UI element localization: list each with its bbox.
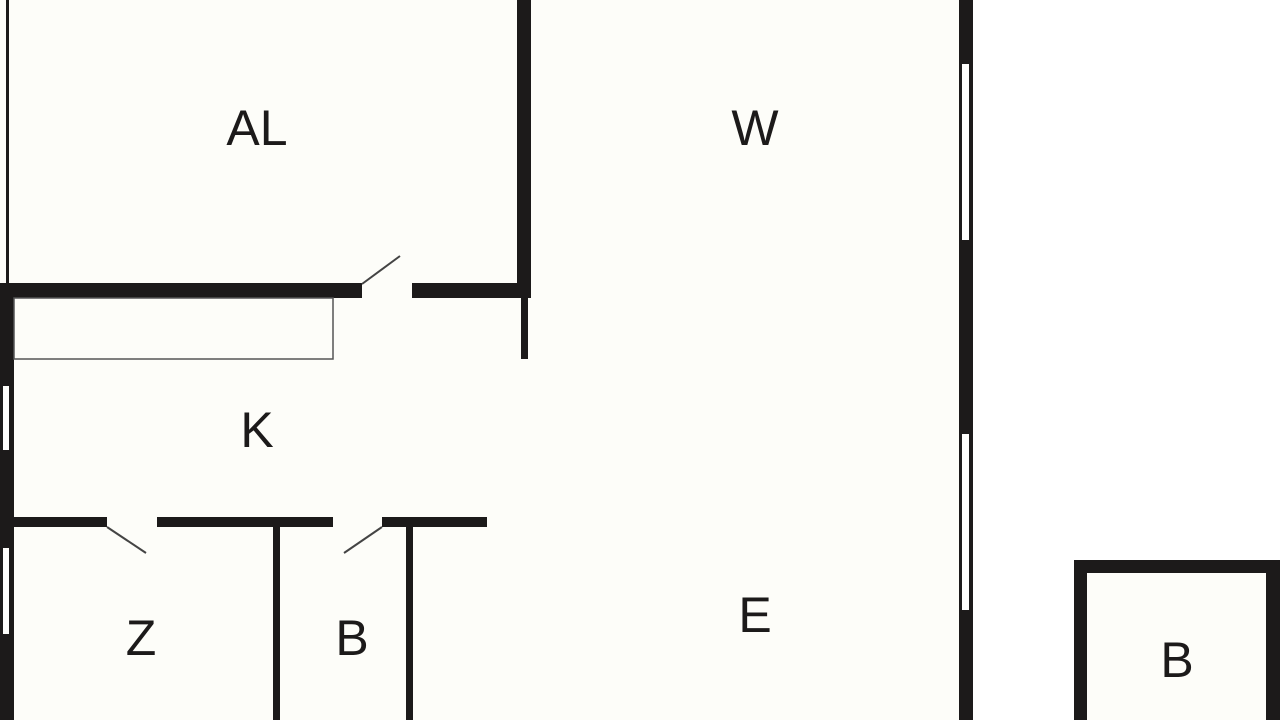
wall-al-bottom-left	[0, 283, 362, 298]
room-label-al: AL	[226, 100, 287, 156]
window-left-2	[3, 548, 9, 634]
wall-al-bottom-right	[412, 283, 531, 298]
wall-b-e	[406, 527, 413, 720]
door-swing-b	[343, 526, 383, 554]
outbuilding-floor	[1087, 573, 1266, 720]
door-swing-z	[106, 526, 147, 554]
room-label-b-outbuilding: B	[1160, 632, 1193, 688]
door-swing-al	[361, 255, 401, 285]
kitchen-counter	[13, 297, 334, 360]
window-left-1	[3, 386, 9, 450]
room-label-b: B	[335, 610, 368, 666]
window-right-1	[962, 64, 969, 240]
room-label-k: K	[240, 402, 273, 458]
wall-k-bottom-3	[382, 517, 487, 527]
wall-k-bottom-2	[157, 517, 333, 527]
wall-z-b	[273, 527, 280, 720]
wall-left-upper	[6, 0, 9, 290]
wall-al-right	[517, 0, 531, 298]
room-label-z: Z	[126, 610, 157, 666]
room-label-w: W	[731, 100, 779, 156]
wall-k-bottom-1	[13, 517, 107, 527]
wall-stub	[521, 298, 528, 359]
wall-left-lower	[0, 283, 14, 720]
window-right-2	[962, 434, 969, 610]
room-label-e: E	[738, 587, 771, 643]
